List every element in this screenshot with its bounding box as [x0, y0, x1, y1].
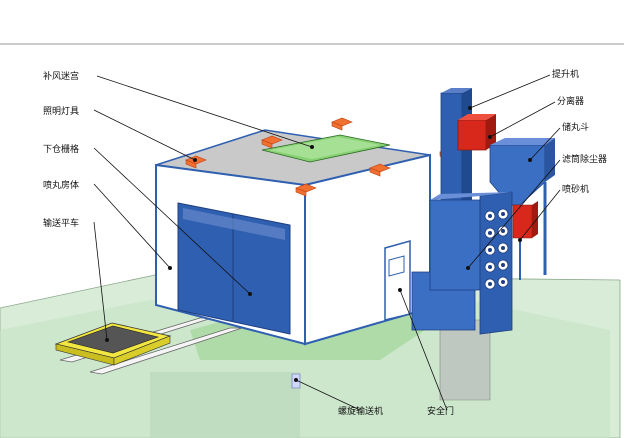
cartridge-dust-collector	[411, 191, 513, 335]
label-bucket-elevator: 提升机	[552, 68, 579, 80]
label-makeup-air-labyrinth: 补风迷宫	[43, 70, 79, 82]
transfer-cart	[54, 322, 172, 366]
shot-blaster	[512, 201, 538, 239]
pit	[150, 319, 491, 438]
label-blasting-room: 喷丸房体	[43, 179, 79, 191]
label-lower-grating: 下仓栅格	[43, 143, 79, 155]
booth-main-door	[177, 202, 291, 335]
label-screw-conveyor: 螺旋输送机	[338, 405, 383, 417]
label-transfer-cart: 输送平车	[43, 217, 79, 229]
label-shot-blaster: 喷砂机	[562, 183, 589, 195]
label-separator: 分离器	[557, 95, 584, 107]
label-lighting-fixture: 照明灯具	[43, 106, 79, 117]
label-cartridge-dust-collector: 滤筒除尘器	[562, 153, 607, 165]
safety-door	[384, 240, 411, 321]
callout-labels: 补风迷宫 照明灯具 下仓栅格 喷丸房体 输送平车 提升机 分离器 储丸斗 滤筒除…	[43, 68, 607, 417]
blasting-booth	[155, 129, 431, 346]
leader-lines	[93, 74, 561, 411]
separator	[457, 114, 496, 151]
label-safety-door: 安全门	[427, 405, 454, 417]
label-shot-hopper: 储丸斗	[562, 121, 589, 133]
